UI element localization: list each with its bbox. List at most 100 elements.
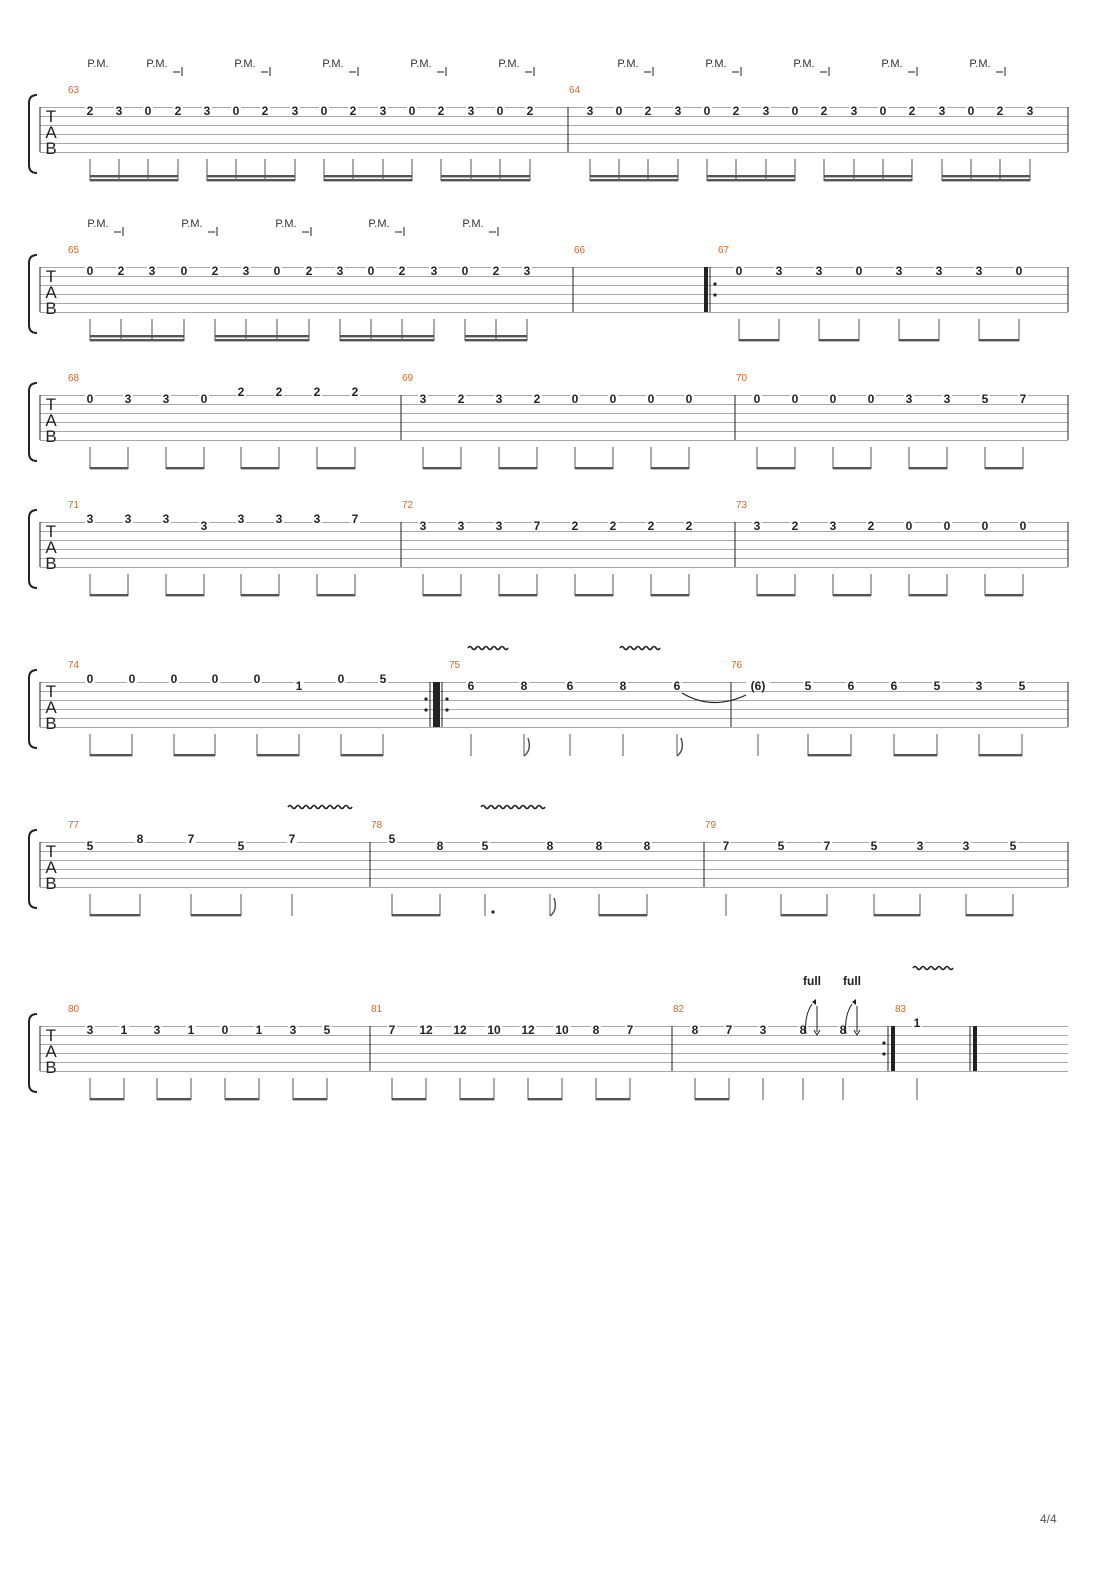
tab-clef-letter: T xyxy=(46,842,56,861)
vibrato-mark xyxy=(467,645,509,651)
fret-mask xyxy=(646,520,656,531)
fret-number: 0 xyxy=(409,104,416,118)
measure-number: 65 xyxy=(68,245,80,256)
palm-mute-label: P.M. xyxy=(146,58,167,70)
fret-mask xyxy=(161,513,171,524)
fret-mask xyxy=(937,105,947,116)
fret-mask xyxy=(854,265,864,276)
fret-number: 3 xyxy=(163,392,170,406)
fret-number: 5 xyxy=(778,839,785,853)
fret-number: 0 xyxy=(754,392,761,406)
fret-number: 6 xyxy=(567,679,574,693)
fret-mask xyxy=(460,265,470,276)
beam xyxy=(90,1098,124,1101)
fret-number: 0 xyxy=(254,672,261,686)
fret-mask xyxy=(123,393,133,404)
fret-number: 2 xyxy=(792,519,799,533)
fret-mask xyxy=(466,105,476,116)
system-bracket xyxy=(28,509,38,589)
system-bracket xyxy=(28,94,38,174)
beam-secondary xyxy=(942,175,1030,178)
fret-mask xyxy=(878,105,888,116)
fret-mask xyxy=(429,265,439,276)
fret-mask xyxy=(387,833,397,844)
fret-number: 8 xyxy=(644,839,651,853)
tab-clef-letter: A xyxy=(45,538,57,557)
fret-number: 8 xyxy=(800,1023,807,1037)
tab-clef-letter: A xyxy=(45,858,57,877)
fret-mask xyxy=(85,840,95,851)
fret-number: 3 xyxy=(976,679,983,693)
beam xyxy=(90,339,184,342)
fret-number: 0 xyxy=(212,672,219,686)
beam xyxy=(241,467,279,470)
fret-number: 0 xyxy=(87,392,94,406)
fret-number: 8 xyxy=(692,1023,699,1037)
fret-mask xyxy=(495,105,505,116)
fret-mask xyxy=(995,105,1005,116)
fret-number: 0 xyxy=(274,264,281,278)
fret-mask xyxy=(456,393,466,404)
tab-clef-letter: T xyxy=(46,107,56,126)
fret-number: 6 xyxy=(848,679,855,693)
tab-clef-letter: B xyxy=(45,139,56,158)
fret-mask xyxy=(147,265,157,276)
beam xyxy=(985,467,1023,470)
fret-number: 3 xyxy=(944,392,951,406)
palm-mute-label: P.M. xyxy=(368,218,389,230)
fret-mask xyxy=(494,520,504,531)
fret-number: 3 xyxy=(851,104,858,118)
measure-number: 66 xyxy=(574,245,586,256)
fret-number: 12 xyxy=(521,1023,535,1037)
fret-mask xyxy=(974,265,984,276)
palm-mute-end-marker xyxy=(114,227,124,236)
fret-number: 0 xyxy=(616,104,623,118)
fret-number: 3 xyxy=(149,264,156,278)
fret-mask xyxy=(803,680,813,691)
fret-number: 0 xyxy=(648,392,655,406)
palm-mute-end-marker xyxy=(349,67,359,76)
repeat-dot xyxy=(424,708,428,712)
fret-mask xyxy=(85,513,95,524)
fret-number: 1 xyxy=(188,1023,195,1037)
beam xyxy=(739,339,779,342)
fret-number: 0 xyxy=(1016,264,1023,278)
palm-mute-end-marker xyxy=(395,227,405,236)
beam xyxy=(441,179,530,182)
fret-mask xyxy=(915,840,925,851)
fret-mask xyxy=(186,833,196,844)
fret-mask xyxy=(608,393,618,404)
fret-number: 0 xyxy=(201,392,208,406)
system-bracket xyxy=(28,829,38,909)
beam xyxy=(317,594,355,597)
bend-label: full xyxy=(803,974,821,988)
vibrato-mark xyxy=(912,965,954,971)
fret-number: 3 xyxy=(314,512,321,526)
fret-mask xyxy=(684,520,694,531)
final-thick-barline xyxy=(973,1026,977,1071)
repeat-dot xyxy=(882,1041,886,1045)
beam xyxy=(651,467,689,470)
bend-arrowhead xyxy=(812,999,816,1005)
tab-clef-letter: B xyxy=(45,714,56,733)
fret-mask xyxy=(673,105,683,116)
beam xyxy=(874,914,920,917)
fret-mask xyxy=(828,393,838,404)
fret-mask xyxy=(1008,840,1018,851)
fret-number: 12 xyxy=(419,1023,433,1037)
beam xyxy=(90,594,128,597)
palm-mute-end-marker xyxy=(732,67,742,76)
beam xyxy=(979,754,1022,757)
beam-secondary xyxy=(441,175,530,178)
fret-number: 2 xyxy=(438,104,445,118)
fret-number: 3 xyxy=(87,1023,94,1037)
page-number: 4/4 xyxy=(1040,1512,1057,1526)
palm-mute-end-marker xyxy=(302,227,312,236)
fret-mask xyxy=(672,680,682,691)
